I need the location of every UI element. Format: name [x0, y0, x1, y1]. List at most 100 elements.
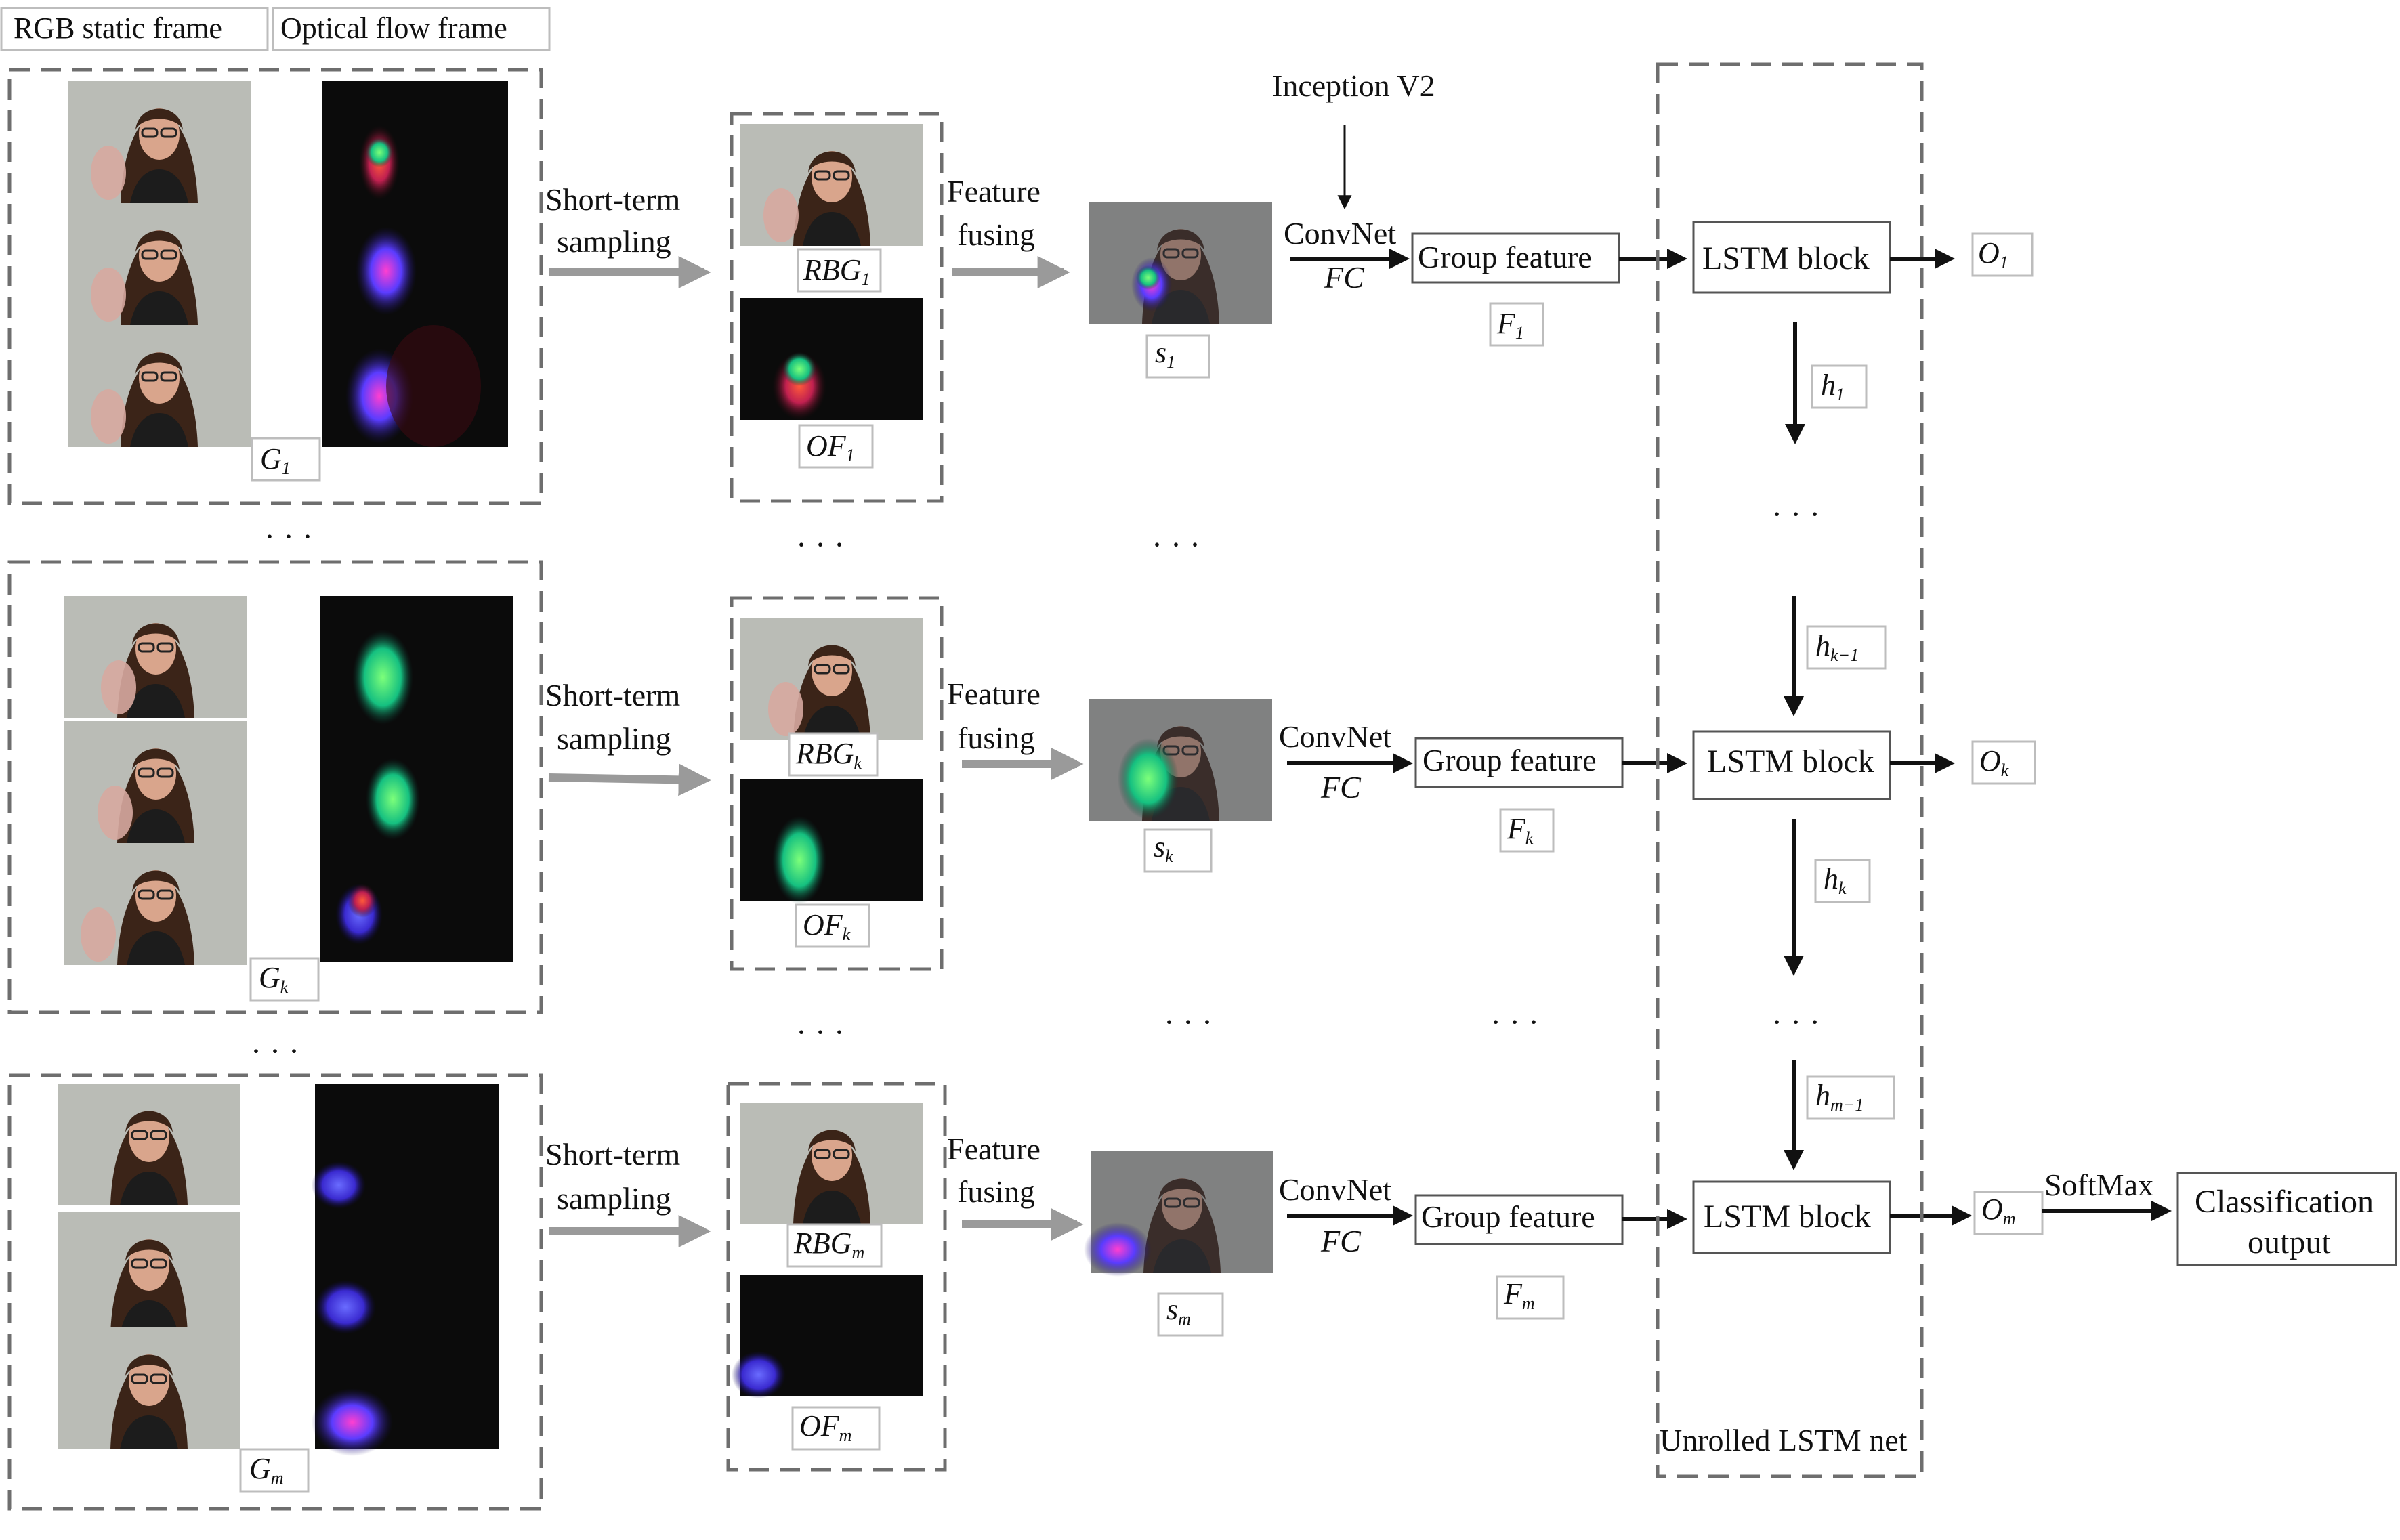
h-k-label: hk	[1824, 862, 1847, 898]
fc-label-1: FC	[1324, 260, 1365, 295]
lstm-label-1: LSTM block	[1702, 240, 1870, 276]
group-1-label-box	[251, 437, 321, 482]
fusing-label-1a: Feature	[947, 174, 1040, 209]
sampling-label-1a: Short-term	[545, 182, 681, 217]
h-k-1-label-box	[1806, 625, 1887, 670]
group-feature-label-m: Group feature	[1421, 1199, 1595, 1234]
row-1: G1 Short-term sampling RBG1 OF1 Feature …	[7, 68, 2034, 505]
row-2-flow-frames	[320, 596, 513, 962]
ellipsis: · · ·	[1490, 1004, 1539, 1040]
of-1-label-box	[798, 424, 874, 469]
f-1-label-box	[1489, 302, 1544, 347]
sampling-label-2a: Short-term	[545, 678, 681, 712]
fusing-label-2b: fusing	[957, 721, 1035, 755]
classification-label-2: output	[2248, 1224, 2331, 1260]
o-m-label-box	[1973, 1191, 2044, 1235]
group-k-label: Gk	[259, 961, 289, 997]
of-k-frame	[740, 779, 923, 901]
group-k-label-box	[249, 957, 320, 1002]
rbg-k-label: RBGk	[795, 737, 862, 773]
row-2: Gk Short-term sampling RBGk OFk Feature …	[7, 560, 2036, 1014]
convnet-label-2: ConvNet	[1279, 719, 1391, 754]
group-feature-label-1: Group feature	[1418, 240, 1592, 274]
unrolled-lstm-net-box	[1656, 62, 1924, 1478]
group-feature-label-k: Group feature	[1423, 743, 1597, 777]
inception-label: Inception V2	[1272, 68, 1435, 103]
fusing-label-3a: Feature	[947, 1132, 1040, 1166]
f-m-label-box	[1496, 1275, 1565, 1320]
f-k-label: Fk	[1507, 812, 1534, 848]
fused-frame-1	[1088, 200, 1273, 325]
ellipsis: · · ·	[796, 1014, 845, 1050]
fc-label-3: FC	[1320, 1224, 1362, 1258]
fusing-label-2a: Feature	[947, 677, 1040, 711]
h-k-label-box	[1814, 859, 1871, 903]
classification-label-1: Classification	[2195, 1184, 2374, 1220]
group-k-frame-box	[7, 560, 543, 1014]
group-feature-box-1	[1411, 232, 1620, 284]
row-3-rgb-frames	[56, 1082, 242, 1451]
group-1-frame-box	[7, 68, 543, 505]
rbg-1-label-box	[797, 248, 882, 293]
fused-frame-k	[1088, 698, 1273, 822]
s-m-label-box	[1157, 1292, 1224, 1337]
of-k-label-box	[795, 903, 870, 948]
f-k-label-box	[1499, 808, 1555, 853]
f-1-label: F1	[1496, 307, 1524, 343]
s-m-label: sm	[1166, 1293, 1191, 1329]
group-1-label: G1	[260, 442, 291, 478]
fusing-label-1b: fusing	[957, 217, 1035, 252]
lstm-block-k	[1692, 730, 1891, 800]
group-feature-box-m	[1414, 1194, 1624, 1245]
rbg-k-label-box	[788, 732, 879, 777]
rbg-m-label-box	[786, 1223, 883, 1268]
h-k-1-label: hk−1	[1815, 629, 1859, 665]
group-m-frame-box	[7, 1073, 543, 1511]
fc-label-2: FC	[1320, 770, 1362, 805]
group-feature-box-k	[1414, 737, 1624, 788]
fusing-label-3b: fusing	[957, 1174, 1035, 1209]
convnet-label-3: ConvNet	[1279, 1172, 1391, 1207]
sampled-box-k	[730, 596, 944, 971]
of-m-label: OFm	[799, 1409, 851, 1445]
convnet-label-1: ConvNet	[1284, 216, 1396, 251]
row-2-rgb-frames	[63, 595, 249, 966]
s-1-label-box	[1145, 334, 1210, 379]
h-m-1-label: hm−1	[1815, 1079, 1864, 1115]
of-k-label: OFk	[803, 908, 851, 944]
sampling-label-2b: sampling	[557, 721, 671, 756]
h-m-1-label-box	[1806, 1075, 1895, 1120]
sampled-box-m	[726, 1082, 947, 1472]
lstm-label-m: LSTM block	[1704, 1199, 1871, 1235]
ellipsis: · · ·	[251, 1033, 299, 1069]
softmax-label: SoftMax	[2044, 1168, 2153, 1202]
ellipsis: · · ·	[1771, 496, 1820, 532]
group-m-label-box	[239, 1448, 310, 1493]
row-1-rgb-frames	[66, 80, 252, 448]
ellipsis: · · ·	[1152, 527, 1200, 563]
row-1-flow-frames	[322, 81, 508, 447]
rbg-1-label: RBG1	[803, 253, 870, 289]
o-1-label-box	[1971, 232, 2034, 277]
sampling-label-3a: Short-term	[545, 1137, 681, 1172]
unrolled-lstm-label: Unrolled LSTM net	[1660, 1423, 1908, 1457]
sampled-box-1	[730, 112, 944, 503]
ellipsis: · · ·	[796, 527, 845, 563]
o-m-label: Om	[1981, 1193, 2016, 1228]
of-1-frame	[740, 298, 923, 420]
ellipsis: · · ·	[1771, 1004, 1820, 1040]
o-k-label-box	[1971, 740, 2036, 785]
s-1-label: s1	[1155, 336, 1175, 372]
flow-legend-label: Optical flow frame	[280, 12, 507, 45]
lstm-label-k: LSTM block	[1707, 744, 1874, 779]
lstm-block-1	[1692, 221, 1891, 294]
h-1-label-box	[1811, 364, 1868, 409]
o-1-label: O1	[1978, 236, 2008, 272]
o-k-label: Ok	[1979, 744, 2009, 780]
lstm-block-m	[1692, 1180, 1891, 1254]
sampling-label-3b: sampling	[557, 1181, 671, 1216]
sampling-label-1b: sampling	[557, 224, 671, 259]
fused-frame-m	[1084, 1150, 1275, 1277]
s-k-label-box	[1143, 828, 1213, 873]
